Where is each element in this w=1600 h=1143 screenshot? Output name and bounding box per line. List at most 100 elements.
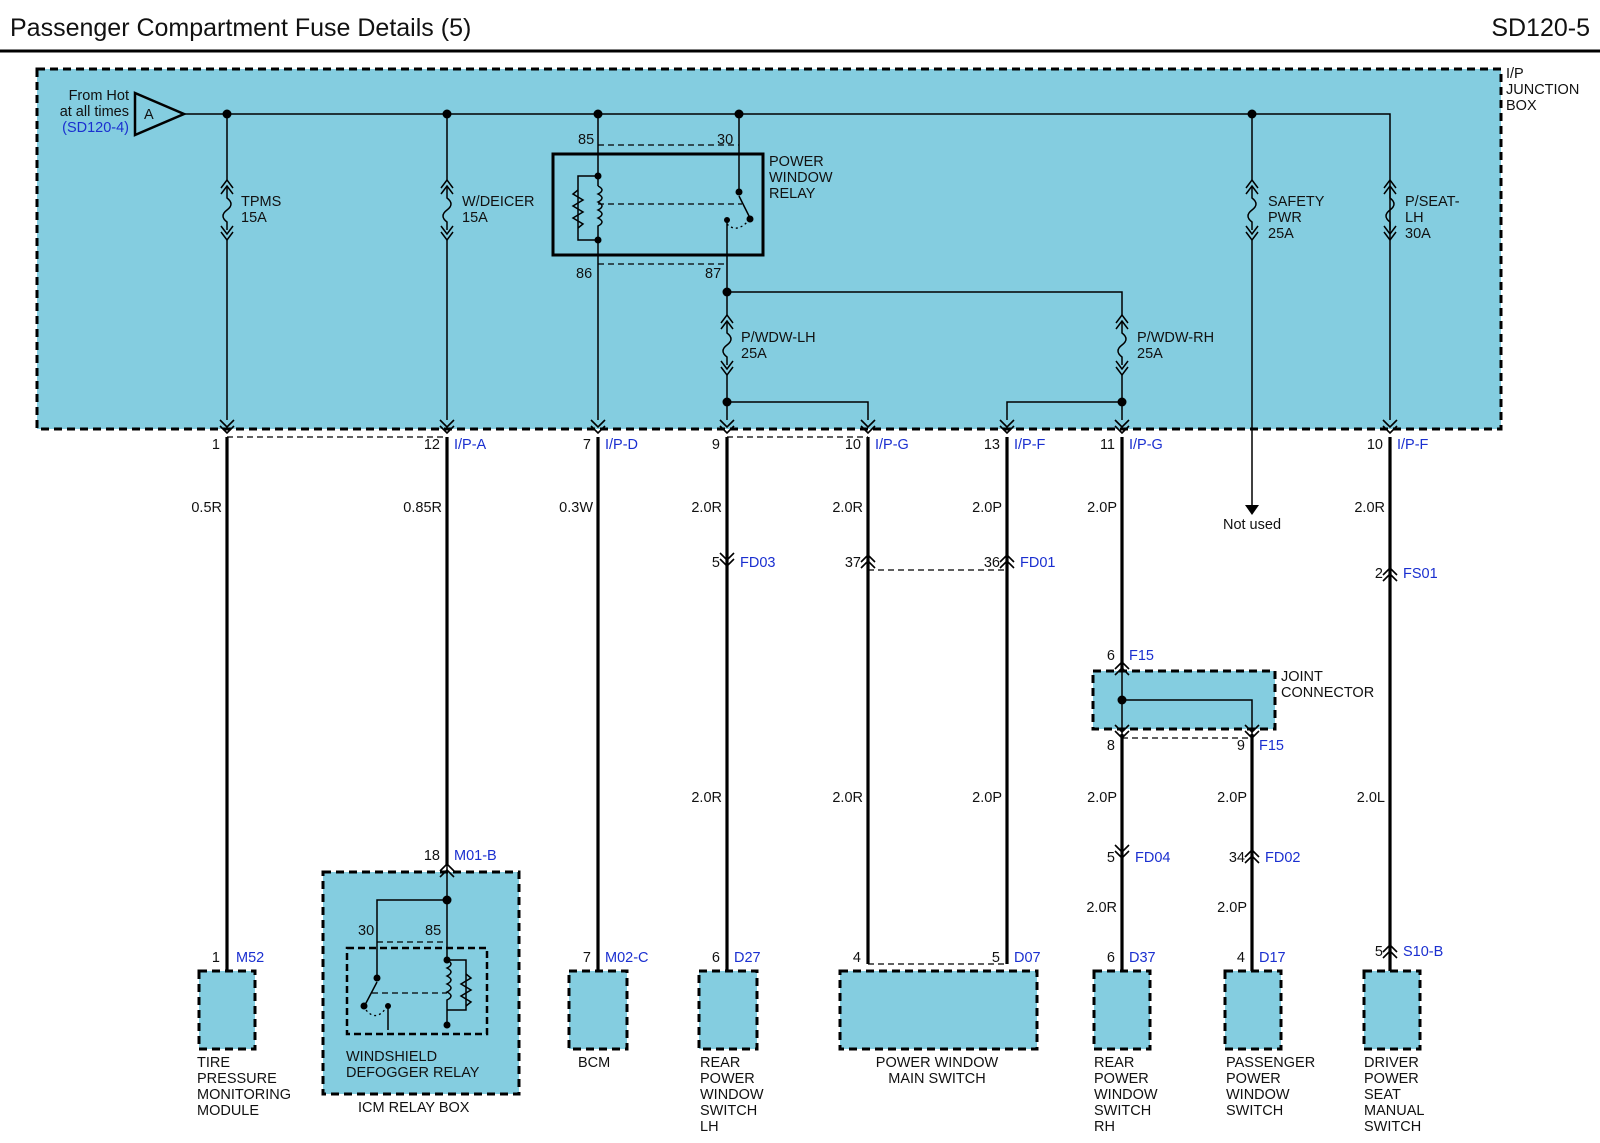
jb-pin-mark bbox=[1114, 419, 1130, 435]
source-label: From Hot at all times (SD120-4) bbox=[60, 88, 129, 136]
svg-text:LH: LH bbox=[700, 1119, 719, 1135]
svg-text:7: 7 bbox=[583, 950, 591, 966]
fs01-mark bbox=[1382, 566, 1398, 582]
svg-text:13: 13 bbox=[984, 437, 1000, 453]
svg-text:2: 2 bbox=[1375, 566, 1383, 582]
svg-text:I/P-G: I/P-G bbox=[875, 437, 909, 453]
inline-connector-labels: 5 FD03 37 36 FD01 2 FS01 6 F15 8 9 F15 5… bbox=[712, 555, 1438, 866]
fuse-pwdw-lh-label: P/WDW-LH 25A bbox=[741, 330, 816, 362]
fuse-pwdw-lh-symbol bbox=[720, 313, 734, 377]
svg-text:0.3W: 0.3W bbox=[559, 500, 593, 516]
junction-box bbox=[35, 67, 1503, 431]
svg-text:F15: F15 bbox=[1259, 738, 1284, 754]
svg-text:36: 36 bbox=[984, 555, 1000, 571]
svg-text:FD01: FD01 bbox=[1020, 555, 1055, 571]
svg-text:P/WDW-LH: P/WDW-LH bbox=[741, 330, 816, 346]
fd-37-mark bbox=[860, 553, 876, 569]
not-used-arrow bbox=[1245, 505, 1259, 515]
svg-text:7: 7 bbox=[583, 437, 591, 453]
svg-text:DEFOGGER RELAY: DEFOGGER RELAY bbox=[346, 1065, 480, 1081]
fd01-mark bbox=[999, 553, 1015, 569]
svg-text:JUNCTION: JUNCTION bbox=[1506, 82, 1579, 98]
svg-text:9: 9 bbox=[712, 437, 720, 453]
jb-pin-mark bbox=[590, 419, 606, 435]
svg-text:I/P-G: I/P-G bbox=[1129, 437, 1163, 453]
relay-pin-30: 30 bbox=[717, 132, 733, 148]
svg-text:15A: 15A bbox=[462, 210, 488, 226]
defogger-relay-label: WINDSHIELD DEFOGGER RELAY bbox=[346, 1049, 480, 1081]
svg-text:JOINT: JOINT bbox=[1281, 669, 1323, 685]
svg-text:D37: D37 bbox=[1129, 950, 1156, 966]
svg-text:I/P: I/P bbox=[1506, 66, 1524, 82]
fuse-tpms-symbol bbox=[220, 178, 234, 242]
svg-text:REAR: REAR bbox=[1094, 1055, 1134, 1071]
svg-text:25A: 25A bbox=[741, 346, 767, 362]
svg-text:TPMS: TPMS bbox=[241, 194, 281, 210]
fuse-wdeicer-label: W/DEICER 15A bbox=[462, 194, 535, 226]
fuse-tpms-label: TPMS 15A bbox=[241, 194, 281, 226]
component-tpms-module bbox=[197, 969, 257, 1051]
svg-text:M52: M52 bbox=[236, 950, 264, 966]
svg-text:D17: D17 bbox=[1259, 950, 1286, 966]
svg-text:POWER: POWER bbox=[1226, 1071, 1281, 1087]
svg-text:2.0P: 2.0P bbox=[1087, 790, 1117, 806]
f15-top-mark bbox=[1114, 660, 1130, 676]
svg-text:POWER: POWER bbox=[700, 1071, 755, 1087]
svg-text:MAIN SWITCH: MAIN SWITCH bbox=[888, 1071, 985, 1087]
svg-text:MANUAL: MANUAL bbox=[1364, 1103, 1424, 1119]
fuse-pwdw-rh-label: P/WDW-RH 25A bbox=[1137, 330, 1214, 362]
svg-text:5: 5 bbox=[992, 950, 1000, 966]
svg-text:SWITCH: SWITCH bbox=[1094, 1103, 1151, 1119]
page-code: SD120-5 bbox=[1491, 14, 1590, 42]
svg-text:34: 34 bbox=[1229, 850, 1245, 866]
jb-pin-mark bbox=[999, 419, 1015, 435]
component-labels: 1 M52 TIRE PRESSURE MONITORING MODULE 7 … bbox=[197, 944, 1443, 1135]
junction-box-label: I/P JUNCTION BOX bbox=[1506, 66, 1579, 114]
svg-text:MODULE: MODULE bbox=[197, 1103, 259, 1119]
icm-relay-box-label: ICM RELAY BOX bbox=[358, 1100, 470, 1116]
svg-text:2.0P: 2.0P bbox=[1217, 790, 1247, 806]
not-used-label: Not used bbox=[1223, 517, 1281, 533]
fd03-mark bbox=[719, 552, 735, 568]
f15-9-mark bbox=[1244, 724, 1260, 740]
wire-labels: 0.5R 0.85R 0.3W 2.0R 2.0R 2.0R 2.0R 2.0P… bbox=[191, 500, 1385, 916]
svg-text:2.0R: 2.0R bbox=[832, 790, 863, 806]
svg-text:LH: LH bbox=[1405, 210, 1424, 226]
svg-text:6: 6 bbox=[1107, 950, 1115, 966]
svg-text:2.0R: 2.0R bbox=[691, 500, 722, 516]
s10b-mark bbox=[1382, 943, 1398, 959]
svg-text:WINDOW: WINDOW bbox=[1094, 1087, 1158, 1103]
page-title: Passenger Compartment Fuse Details (5) bbox=[10, 14, 471, 42]
svg-text:15A: 15A bbox=[241, 210, 267, 226]
jb-pin-mark bbox=[439, 419, 455, 435]
power-window-relay bbox=[551, 152, 765, 257]
svg-text:F15: F15 bbox=[1129, 648, 1154, 664]
svg-text:10: 10 bbox=[845, 437, 861, 453]
svg-text:11: 11 bbox=[1100, 437, 1115, 453]
svg-text:25A: 25A bbox=[1137, 346, 1163, 362]
svg-text:PWR: PWR bbox=[1268, 210, 1302, 226]
svg-text:4: 4 bbox=[1237, 950, 1245, 966]
jb-pin-labels: 1 12 I/P-A 7 I/P-D 9 10 I/P-G 13 I/P-F 1… bbox=[212, 437, 1429, 453]
svg-text:BCM: BCM bbox=[578, 1055, 610, 1071]
svg-text:1: 1 bbox=[212, 950, 220, 966]
svg-text:2.0R: 2.0R bbox=[832, 500, 863, 516]
component-driver-seat-switch bbox=[1362, 969, 1422, 1051]
svg-text:37: 37 bbox=[845, 555, 861, 571]
svg-text:W/DEICER: W/DEICER bbox=[462, 194, 535, 210]
svg-text:TIRE: TIRE bbox=[197, 1055, 230, 1071]
svg-text:5: 5 bbox=[1375, 944, 1383, 960]
svg-text:POWER: POWER bbox=[769, 154, 824, 170]
defogger-pin-30: 30 bbox=[358, 923, 374, 939]
svg-text:REAR: REAR bbox=[700, 1055, 740, 1071]
svg-text:1: 1 bbox=[212, 437, 220, 453]
svg-text:6: 6 bbox=[1107, 648, 1115, 664]
svg-text:12: 12 bbox=[424, 437, 440, 453]
defogger-pin-85: 85 bbox=[425, 923, 441, 939]
fuse-wdeicer-symbol bbox=[440, 178, 454, 242]
svg-text:WINDOW: WINDOW bbox=[700, 1087, 764, 1103]
svg-text:DRIVER: DRIVER bbox=[1364, 1055, 1419, 1071]
svg-text:SWITCH: SWITCH bbox=[700, 1103, 757, 1119]
jb-pin-mark bbox=[860, 419, 876, 435]
svg-text:2.0P: 2.0P bbox=[1087, 500, 1117, 516]
